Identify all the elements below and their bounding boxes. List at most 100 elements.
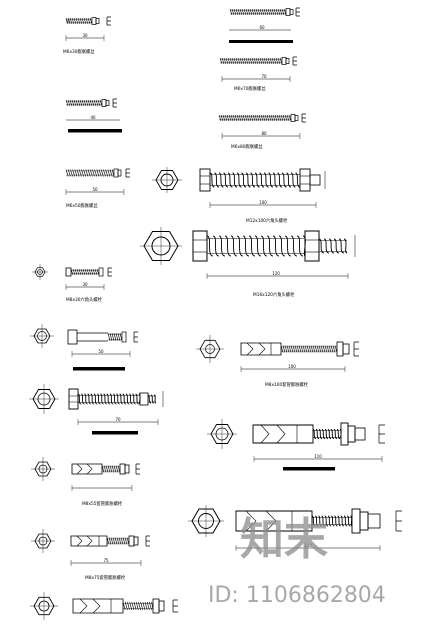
thread-helix (101, 465, 121, 473)
bolt-m6x30-top (65, 16, 111, 26)
dimension-label: 80 (261, 131, 267, 136)
dimension-line-12: 70 (77, 417, 159, 425)
thread-helix (65, 99, 103, 107)
thread-helix (229, 8, 287, 16)
bolt-caption: M12x100六角头螺栓 (246, 217, 288, 224)
dimension-line-13: 110 (253, 454, 383, 462)
sleeve-anchor-m16x120 (235, 508, 402, 534)
thread-coil (65, 169, 115, 177)
thread-coil (65, 17, 93, 25)
dimension-line-6: 50 (65, 187, 125, 195)
sleeve-anchor-m8x100 (240, 341, 359, 357)
thread-helix (318, 238, 348, 254)
bolt-caption: M8x55套管膨胀螺栓 (82, 500, 123, 507)
thread-coil (101, 465, 121, 473)
thread-coil (65, 99, 103, 107)
dimension-label: 120 (304, 543, 312, 548)
scale-bar (283, 467, 335, 471)
thread-rail (319, 240, 347, 252)
thread-rail (148, 395, 156, 403)
hex-end-view-m12 (207, 419, 237, 449)
hex-end-view-small (196, 335, 224, 363)
bolt-m16x120 (192, 230, 356, 262)
thread-helix (77, 393, 141, 405)
hex-nut-end-view-large (140, 227, 182, 265)
thread-rail (207, 238, 305, 254)
bolt-m6x70 (219, 56, 297, 66)
thread-coil (70, 268, 100, 276)
dimension-line-1: 30 (65, 33, 105, 41)
hex-nut-end-view (152, 167, 182, 193)
dimension-label: 100 (288, 364, 296, 369)
dimension-label: 110 (314, 454, 322, 459)
dimension-line-15: 120 (235, 543, 381, 551)
dimension-label: 30 (82, 282, 88, 287)
bolt-caption: M6x30膨胀螺丝 (63, 48, 95, 55)
dimension-label: 50 (92, 187, 98, 192)
bolt-long-top-right (229, 7, 300, 17)
bolt-caption: M8x30六角头螺栓 (66, 296, 103, 303)
hex-end-view-m10 (29, 384, 59, 414)
thread-rail (71, 270, 99, 274)
thread-rail (66, 101, 102, 105)
dimension-label: 100 (259, 200, 267, 205)
thread-rail (66, 170, 114, 176)
thread-rail (219, 116, 291, 120)
dimension-label: 70 (115, 417, 121, 422)
thread-coil (311, 515, 353, 527)
hex-end-view-m10b (30, 592, 58, 620)
bolt-m6x50 (65, 168, 130, 178)
thread-coil (218, 114, 292, 122)
dimension-line-10: 50 (71, 349, 131, 357)
sleeve-anchor-m12x110 (252, 422, 385, 446)
thread-helix (219, 57, 283, 65)
dimension-line-4: 40 (66, 115, 120, 121)
thread-helix (107, 332, 123, 342)
hex-end-view (30, 324, 54, 348)
hex-end-view-m16 (188, 505, 224, 537)
bolt-m12x100 (199, 168, 326, 192)
bolt-caption: M6x80膨胀螺丝 (231, 143, 263, 150)
thread-helix (147, 394, 157, 404)
thread-coil (209, 172, 301, 188)
thread-rail (78, 395, 140, 403)
dimension-line-7: 100 (209, 200, 317, 208)
thread-rail (123, 603, 153, 609)
thread-helix (218, 114, 292, 122)
dimension-label: 60 (259, 25, 265, 30)
thread-coil (122, 601, 154, 611)
dimension-line-16: 75 (70, 558, 142, 566)
thread-helix (122, 601, 154, 611)
scale-bar (229, 40, 293, 43)
thread-rail (107, 538, 129, 544)
dimension-line-11: 100 (240, 364, 346, 372)
thread-coil (229, 8, 287, 16)
bolt-caption: M16x120六角头螺栓 (253, 291, 295, 298)
crosshair-end-view (32, 264, 48, 280)
sleeve-anchor-bottom (72, 598, 178, 614)
watermark-logo: 知末 (240, 514, 328, 565)
dimension-label: 50 (98, 349, 104, 354)
thread-coil (280, 345, 338, 353)
dimension-label: 40 (90, 115, 96, 120)
thread-rail (66, 19, 92, 23)
thread-coil (107, 332, 123, 342)
thread-rail (313, 430, 341, 438)
sleeve-anchor-m8x75 (70, 535, 150, 547)
bolt-caption: M8x100套管膨胀螺栓 (265, 381, 309, 388)
dimension-label: 120 (272, 271, 280, 276)
dimension-line-5: 80 (221, 131, 301, 139)
hex-end-view-m8b (31, 529, 55, 553)
thread-rail (312, 517, 352, 525)
thread-helix (280, 345, 338, 353)
thread-helix (70, 268, 100, 276)
bolt-m8x50 (67, 329, 138, 345)
dimension-line-8: 120 (206, 271, 349, 279)
thread-coil (219, 57, 283, 65)
thread-coil (147, 394, 157, 404)
thread-helix (65, 169, 115, 177)
dimension-line-9: 30 (65, 282, 105, 290)
thread-coil (318, 238, 348, 254)
scale-bar (92, 431, 138, 435)
